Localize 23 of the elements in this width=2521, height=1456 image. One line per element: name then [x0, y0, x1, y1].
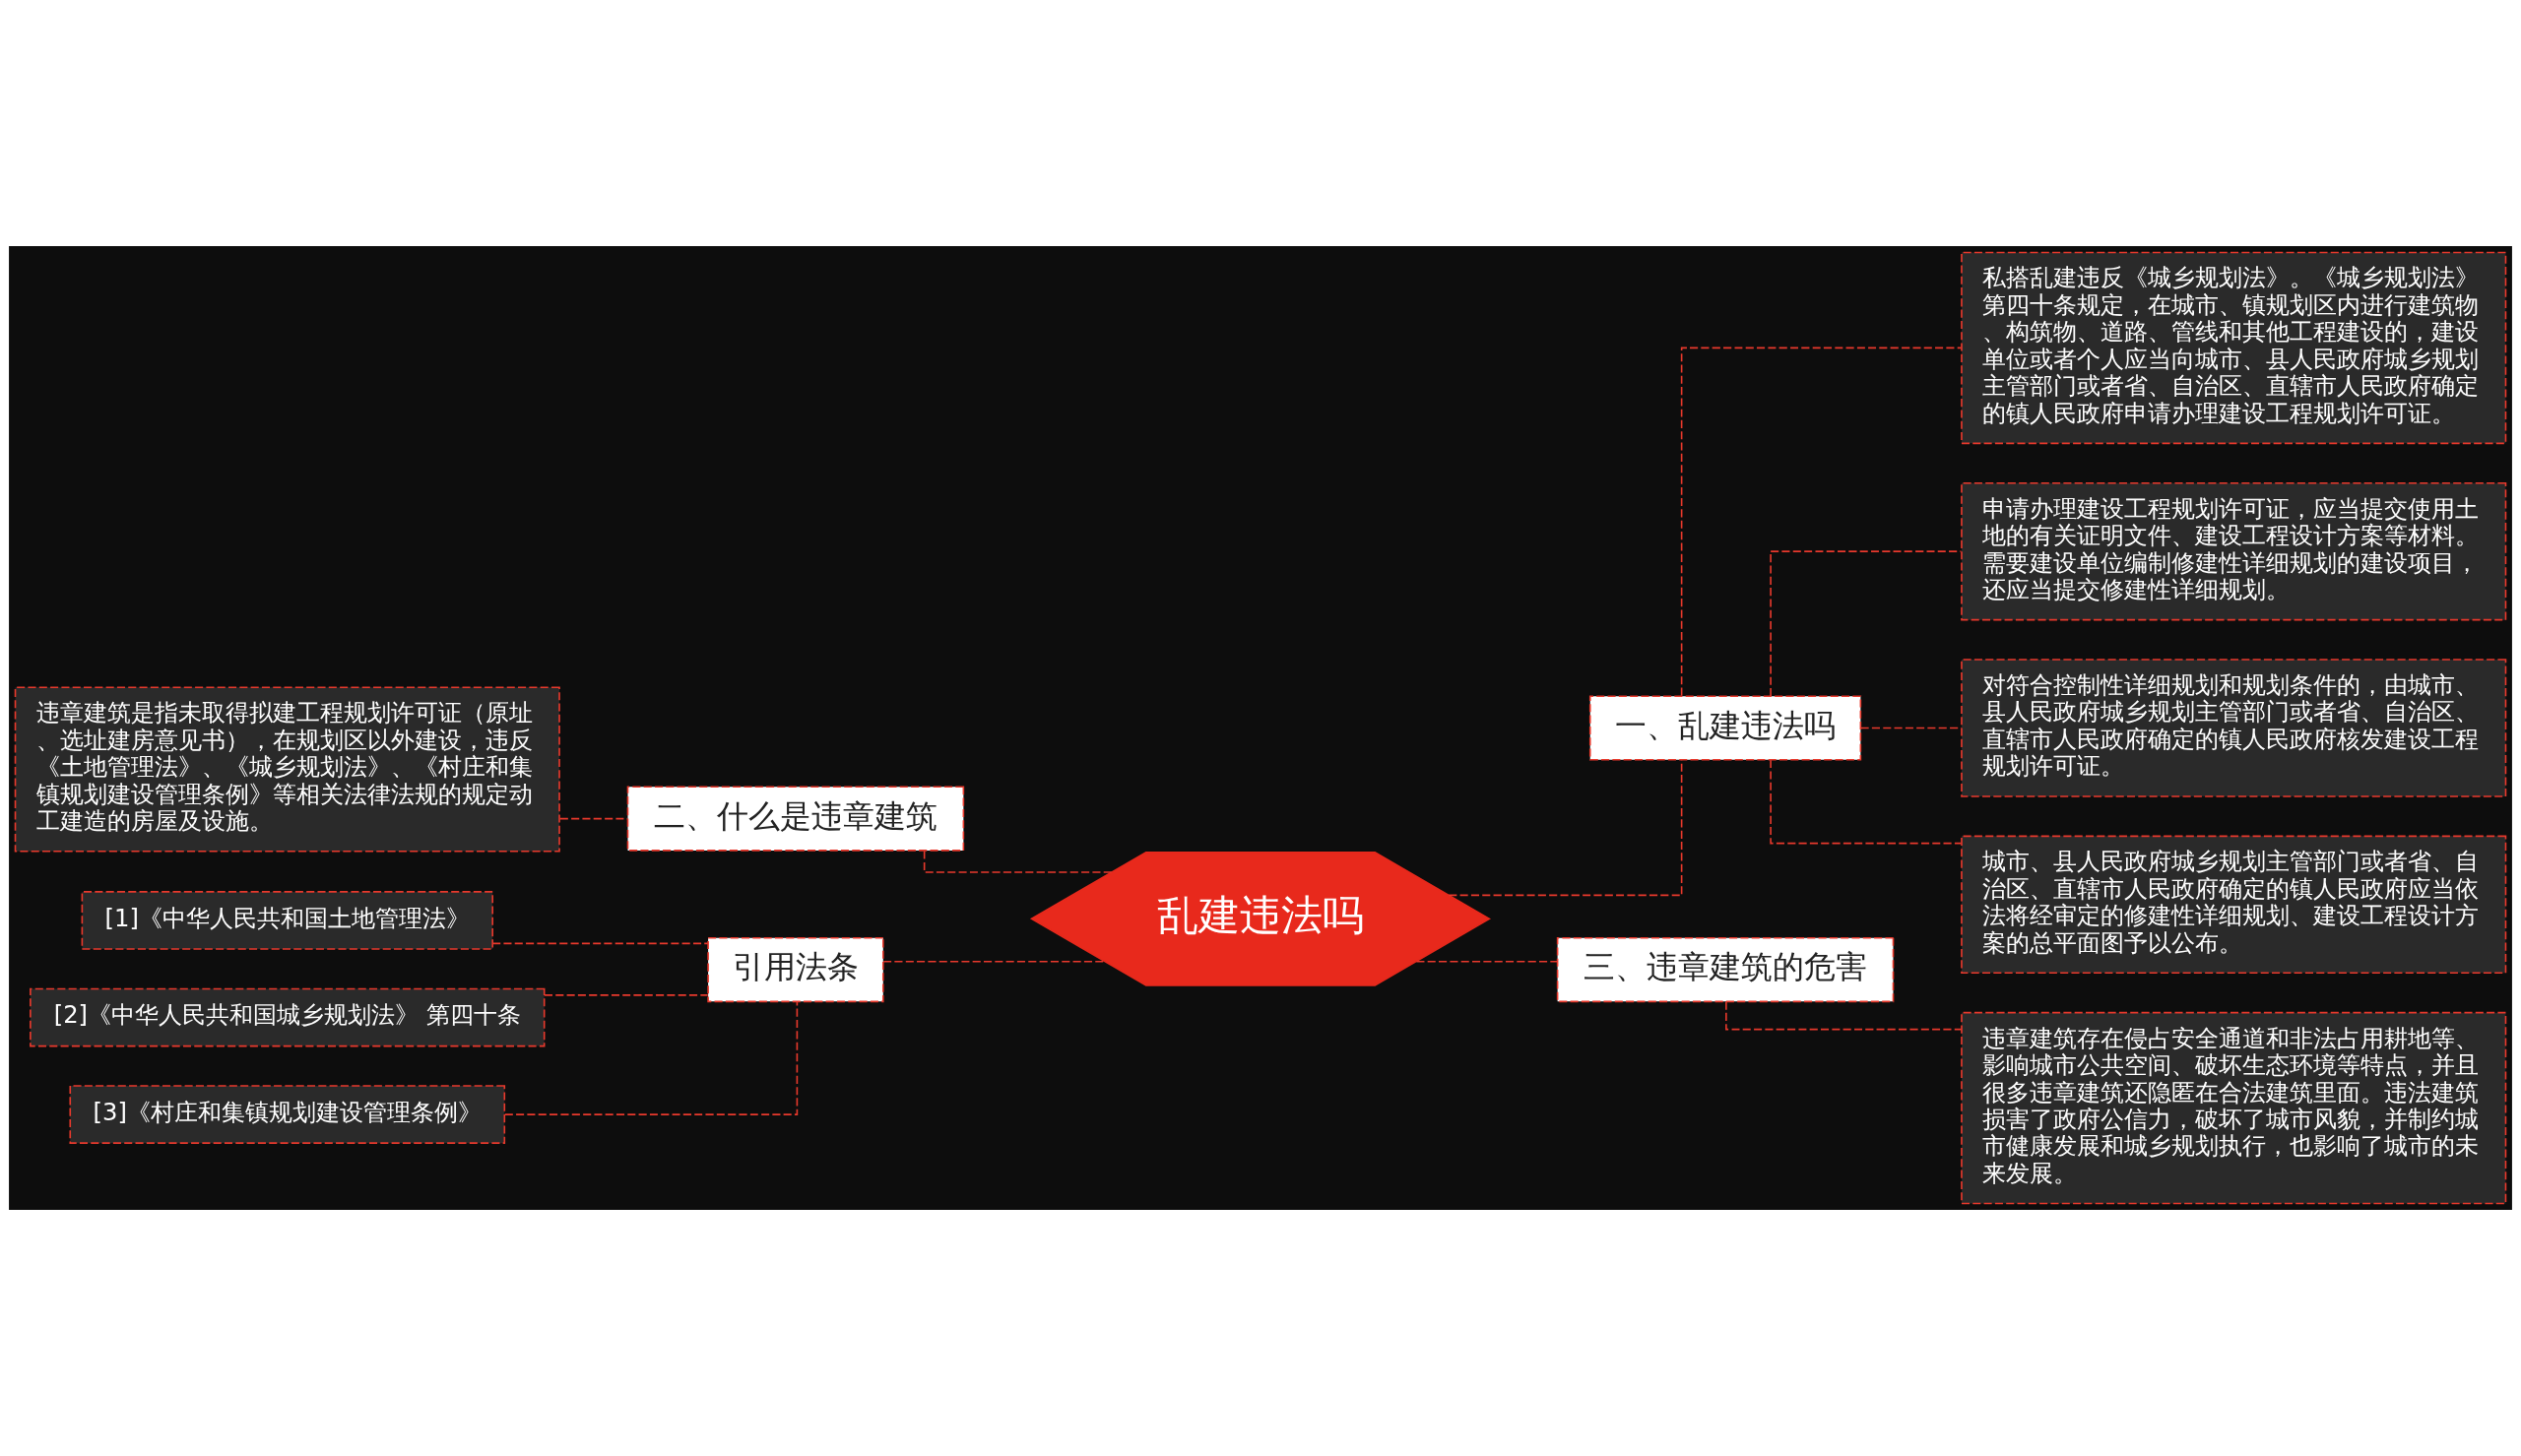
node-box: 三、违章建筑的危害: [1556, 936, 1895, 1003]
connector: [882, 960, 1106, 963]
node-box: 申请办理建设工程规划许可证，应当提交使用土地的有关证明文件、建设工程设计方案等材料。需要建设单位编制修建性详细规划的建设项目，还应当提交修建性详细规划。: [1961, 481, 2507, 621]
connector: [1859, 727, 1963, 729]
connector: [491, 942, 709, 945]
node-box: 一、乱建违法吗: [1588, 695, 1862, 761]
node-box: 二、什么是违章建筑: [626, 786, 965, 852]
connector: [544, 994, 709, 996]
node-box: 私搭乱建违反《城乡规划法》。《城乡规划法》第四十条规定，在城市、镇规划区内进行建筑物、构筑物、道路、管线和其他工程建设的，建设单位或者个人应当向城市、县人民政府城乡规划主管部门或者省、自治区、直辖市人民政府确定的镇人民政府申请办理建设工程规划许可证。: [1961, 251, 2507, 445]
connector: [1770, 550, 1963, 697]
node-box: 城市、县人民政府城乡规划主管部门或者省、自治区、直辖市人民政府确定的镇人民政府应当依法将经审定的修建性详细规划、建设工程设计方案的总平面图予以公布。: [1961, 835, 2507, 975]
connector: [504, 1000, 799, 1115]
node-box: 违章建筑是指未取得拟建工程规划许可证（原址、选址建房意见书），在规划区以外建设，违反《土地管理法》、《城乡规划法》、《村庄和集镇规划建设管理条例》等相关法律法规的规定动工建造的房屋及设施。: [14, 686, 560, 853]
node-box: 引用法条: [707, 936, 884, 1003]
node-box: [1]《中华人民共和国土地管理法》: [81, 891, 493, 950]
node-box: [3]《村庄和集镇规划建设管理条例》: [69, 1085, 506, 1144]
node-box: [2]《中华人民共和国城乡规划法》 第四十条: [30, 987, 546, 1047]
node-box: 对符合控制性详细规划和规划条件的，由城市、县人民政府城乡规划主管部门或者省、自治区、直辖市人民政府确定的镇人民政府核发建设工程规划许可证。: [1961, 659, 2507, 797]
connector: [1448, 759, 1683, 897]
connector: [1770, 759, 1963, 845]
node-box: 违章建筑存在侵占安全通道和非法占用耕地等、影响城市公共空间、破坏生态环境等特点，并且很多违章建筑还隐匿在合法建筑里面。违法建筑损害了政府公信力，破坏了城市风貌，并制约城市健康发展和城乡规划执行，也影响了城市的未来发展。: [1961, 1011, 2507, 1205]
connector: [1415, 960, 1559, 963]
connector: [1680, 347, 1963, 697]
